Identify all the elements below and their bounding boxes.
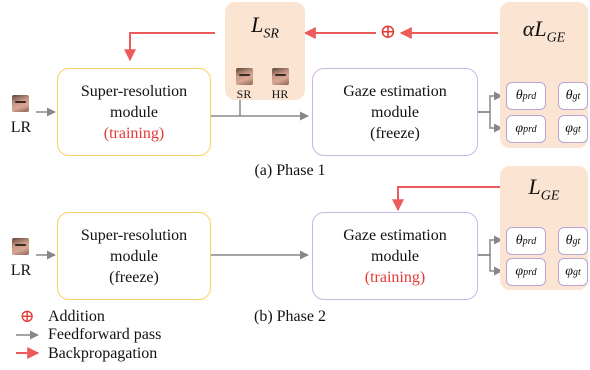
- p1-gaze-module-line1: Gaze estimation: [343, 82, 447, 100]
- p2-theta-prd-symbol: θ: [515, 233, 523, 248]
- legend-backprop-label: Backpropagation: [48, 345, 158, 362]
- p2-theta-prd-sub: prd: [522, 235, 537, 247]
- p1-phi-gt-sub: gt: [572, 123, 581, 135]
- p1-loss-sr-symbol: L: [251, 12, 264, 37]
- legend-addition-icon: ⊕: [19, 306, 35, 326]
- p2-sr-module: Super-resolution module (freeze): [57, 212, 211, 300]
- p1-loss-ge-symbol: L: [534, 16, 547, 41]
- p2-theta-gt-sub: gt: [572, 235, 581, 247]
- p1-plus-icon: ⊕: [379, 21, 397, 43]
- p1-gaze-module: Gaze estimation module (freeze): [312, 68, 478, 156]
- p2-gaze-module-line1: Gaze estimation: [343, 226, 447, 244]
- p1-sr-module: Super-resolution module (training): [57, 68, 211, 156]
- p2-lr-face-image: [12, 238, 29, 255]
- p1-sr-module-line2: module: [110, 103, 158, 121]
- p2-sr-module-status: (freeze): [109, 268, 159, 286]
- p1-phi-prd-symbol: φ: [515, 121, 524, 136]
- p1-theta-prd-sub: prd: [522, 90, 537, 102]
- p1-caption: (a) Phase 1: [254, 162, 326, 179]
- p2-phi-gt-symbol: φ: [565, 264, 573, 279]
- p1-loss-ge-label: αLGE: [503, 18, 585, 48]
- p2-gaze-to-phi-arrow: [478, 254, 503, 276]
- p1-gaze-to-theta-arrow: [478, 91, 503, 113]
- p1-lr-face-image: [12, 95, 29, 112]
- p1-hr-face-image: [272, 68, 289, 85]
- p1-loss-sr-sub: SR: [263, 26, 279, 42]
- p2-loss-ge-symbol: L: [528, 174, 541, 199]
- p1-loss-ge-coef: α: [522, 16, 535, 41]
- p2-loss-ge-label: LGE: [503, 176, 585, 206]
- p1-gaze-to-phi-arrow: [478, 111, 503, 133]
- p1-sr-module-status: (training): [103, 124, 165, 142]
- p1-gaze-module-status: (freeze): [370, 124, 420, 142]
- p2-sr-module-line1: Super-resolution: [80, 226, 188, 244]
- p2-loss-to-gaze-module-arrow: [392, 186, 508, 212]
- p1-theta-gt-sub: gt: [572, 90, 581, 102]
- p1-theta-prd-symbol: θ: [515, 88, 523, 103]
- p2-phi-gt-sub: gt: [572, 266, 581, 278]
- p1-hr-label: HR: [271, 87, 289, 101]
- p1-lr-label: LR: [10, 119, 32, 136]
- p1-theta-gt-symbol: θ: [565, 88, 573, 103]
- p1-loss-sr-label: LSR: [232, 14, 298, 44]
- p2-phi-prd-sub: prd: [523, 266, 537, 278]
- p2-gaze-module-line2: module: [371, 247, 419, 265]
- p1-sr-module-line1: Super-resolution: [80, 82, 188, 100]
- p1-loss-to-sr-module-arrow: [124, 32, 215, 62]
- p1-gaze-module-line2: module: [371, 103, 419, 121]
- p2-loss-ge-sub: GE: [540, 188, 560, 204]
- p2-sr-module-line2: module: [110, 247, 158, 265]
- p1-phi-gt-symbol: φ: [565, 121, 573, 136]
- p1-loss-ge-sub: GE: [546, 30, 566, 46]
- p1-phi-prd-sub: prd: [523, 123, 537, 135]
- p2-caption: (b) Phase 2: [254, 308, 326, 325]
- legend-feedforward-label: Feedforward pass: [48, 326, 162, 343]
- p2-gaze-module: Gaze estimation module (training): [312, 212, 478, 300]
- legend-addition-label: Addition: [48, 308, 105, 325]
- p1-sr-face-image: [236, 68, 253, 85]
- p2-theta-gt-symbol: θ: [565, 233, 573, 248]
- p1-sr-label: SR: [236, 87, 252, 101]
- p2-phi-prd-symbol: φ: [515, 264, 524, 279]
- p2-gaze-to-theta-arrow: [478, 235, 503, 256]
- p2-lr-label: LR: [10, 262, 32, 279]
- p2-gaze-module-status: (training): [364, 268, 426, 286]
